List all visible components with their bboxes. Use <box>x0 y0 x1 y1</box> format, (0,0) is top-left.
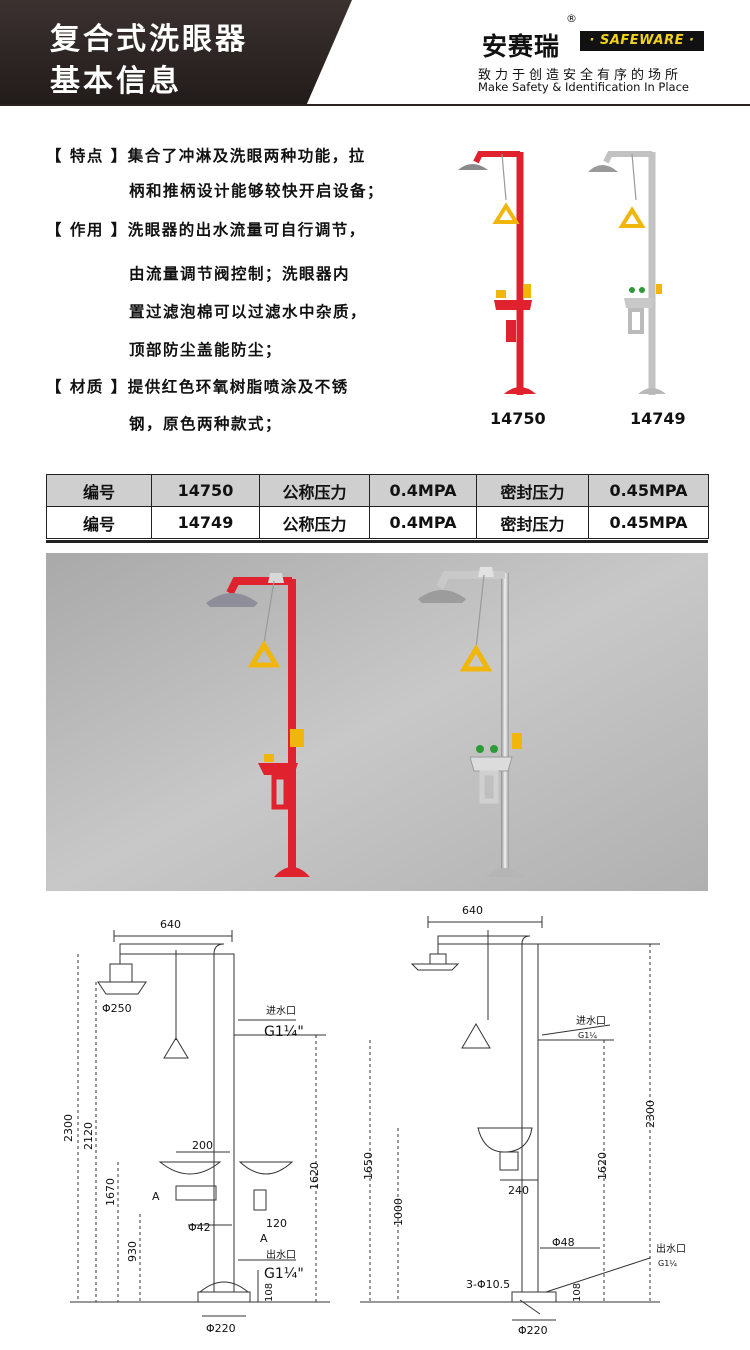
dim-height-1650: 1650 <box>362 1152 375 1180</box>
red-eyewash-shower-photo <box>206 573 310 877</box>
table-cell: 0.4MPA <box>369 474 477 507</box>
feature-line: 顶部防尘盖能防尘； <box>129 341 283 359</box>
dim-width-top: 640 <box>160 918 181 931</box>
page-title-line2: 基本信息 <box>50 64 182 99</box>
table-cell: 密封压力 <box>476 506 589 539</box>
feature-line: 柄和推柄设计能够较快开启设备； <box>129 182 385 200</box>
registered-mark: ® <box>566 12 577 25</box>
dim-base-diameter: Φ220 <box>206 1322 236 1335</box>
dim-head-diameter: Φ250 <box>102 1002 132 1015</box>
dim-base-diameter: Φ220 <box>518 1324 548 1337</box>
feature-line: 【 作用 】洗眼器的出水流量可自行调节， <box>46 221 366 239</box>
inlet-size: G1¼ <box>578 1031 597 1040</box>
header-dark-banner <box>0 0 750 106</box>
table-cell: 编号 <box>46 506 152 539</box>
dim-pipe-diameter: Φ48 <box>552 1236 575 1249</box>
inlet-size: G1¼" <box>264 1024 304 1040</box>
feature-line: 由流量调节阀控制；洗眼器内 <box>129 265 351 283</box>
table-row: 编号 14749 公称压力 0.4MPA 密封压力 0.45MPA <box>46 506 709 539</box>
feature-line: 钢，原色两种款式； <box>129 415 283 433</box>
drawing-left-frame <box>70 930 330 1317</box>
inlet-label: 进水口 <box>266 1005 296 1017</box>
product-thumbnails <box>458 151 666 395</box>
product-photo-panel <box>46 553 708 891</box>
dim-height-1620: 1620 <box>308 1162 321 1190</box>
product-code-red: 14750 <box>490 409 546 428</box>
drawing-right-frame <box>360 916 660 1321</box>
dim-width-240: 240 <box>508 1184 529 1197</box>
table-bottom-rule <box>46 540 708 543</box>
red-eyewash-shower-image <box>458 151 536 395</box>
feature-line: 置过滤泡棉可以过滤水中杂质， <box>129 303 368 321</box>
feature-line: 【 特点 】集合了冲淋及洗眼两种功能，拉 <box>46 147 366 165</box>
table-cell: 0.4MPA <box>369 506 477 539</box>
table-cell: 密封压力 <box>476 474 589 507</box>
dim-mount-holes: 3-Φ10.5 <box>466 1278 510 1291</box>
feature-line: 【 材质 】提供红色环氧树脂喷涂及不锈 <box>46 378 349 396</box>
dim-width-120: 120 <box>266 1217 287 1230</box>
steel-eyewash-shower-photo <box>418 567 524 877</box>
dim-height-total: 2300 <box>62 1114 75 1142</box>
dim-height-1670: 1670 <box>104 1178 117 1206</box>
page-header: 复合式洗眼器 基本信息 安赛瑞 ® · SAFEWARE · 致力于创造安全有序… <box>0 0 750 106</box>
outlet-label: 出水口 <box>656 1242 686 1255</box>
dim-width-200: 200 <box>192 1139 213 1152</box>
dim-height-1620: 1620 <box>596 1152 609 1180</box>
dim-height-total: 2300 <box>644 1100 657 1128</box>
dim-height-108: 108 <box>572 1283 583 1302</box>
outlet-size: G1¼" <box>264 1266 304 1282</box>
tagline-en: Make Safety & Identification In Place <box>478 80 689 94</box>
tagline-cn: 致力于创造安全有序的场所 <box>478 68 683 83</box>
inlet-label: 进水口 <box>576 1015 606 1027</box>
table-cell: 编号 <box>46 474 152 507</box>
table-row: 编号 14750 公称压力 0.4MPA 密封压力 0.45MPA <box>46 474 709 507</box>
dim-height-1000: 1000 <box>392 1198 405 1226</box>
dim-pipe-diameter: Φ42 <box>188 1221 211 1234</box>
brand-name-cn: 安赛瑞 <box>482 32 561 61</box>
table-cell: 0.45MPA <box>588 474 709 507</box>
dim-height-2120: 2120 <box>82 1122 95 1150</box>
section-a-label: A <box>260 1232 268 1245</box>
spec-table: 编号 14750 公称压力 0.4MPA 密封压力 0.45MPA 编号 147… <box>46 474 709 539</box>
brand-logo-safeware: · SAFEWARE · <box>580 31 704 51</box>
table-cell: 14750 <box>151 474 260 507</box>
dim-height-930: 930 <box>126 1241 139 1262</box>
technical-drawings: 640 Φ250 进水口 G1¼" 2300 2120 1670 930 162… <box>62 904 686 1337</box>
steel-eyewash-shower-image <box>588 151 666 395</box>
table-cell: 公称压力 <box>259 506 370 539</box>
page-title-line1: 复合式洗眼器 <box>50 22 248 57</box>
dim-width-top: 640 <box>462 904 483 917</box>
table-cell: 0.45MPA <box>588 506 709 539</box>
product-code-steel: 14749 <box>630 409 686 428</box>
outlet-label: 出水口 <box>266 1248 296 1261</box>
outlet-size: G1¼ <box>658 1259 677 1268</box>
section-a-marker: A <box>152 1190 160 1203</box>
table-cell: 公称压力 <box>259 474 370 507</box>
table-cell: 14749 <box>151 506 260 539</box>
dim-height-108: 108 <box>264 1283 275 1302</box>
